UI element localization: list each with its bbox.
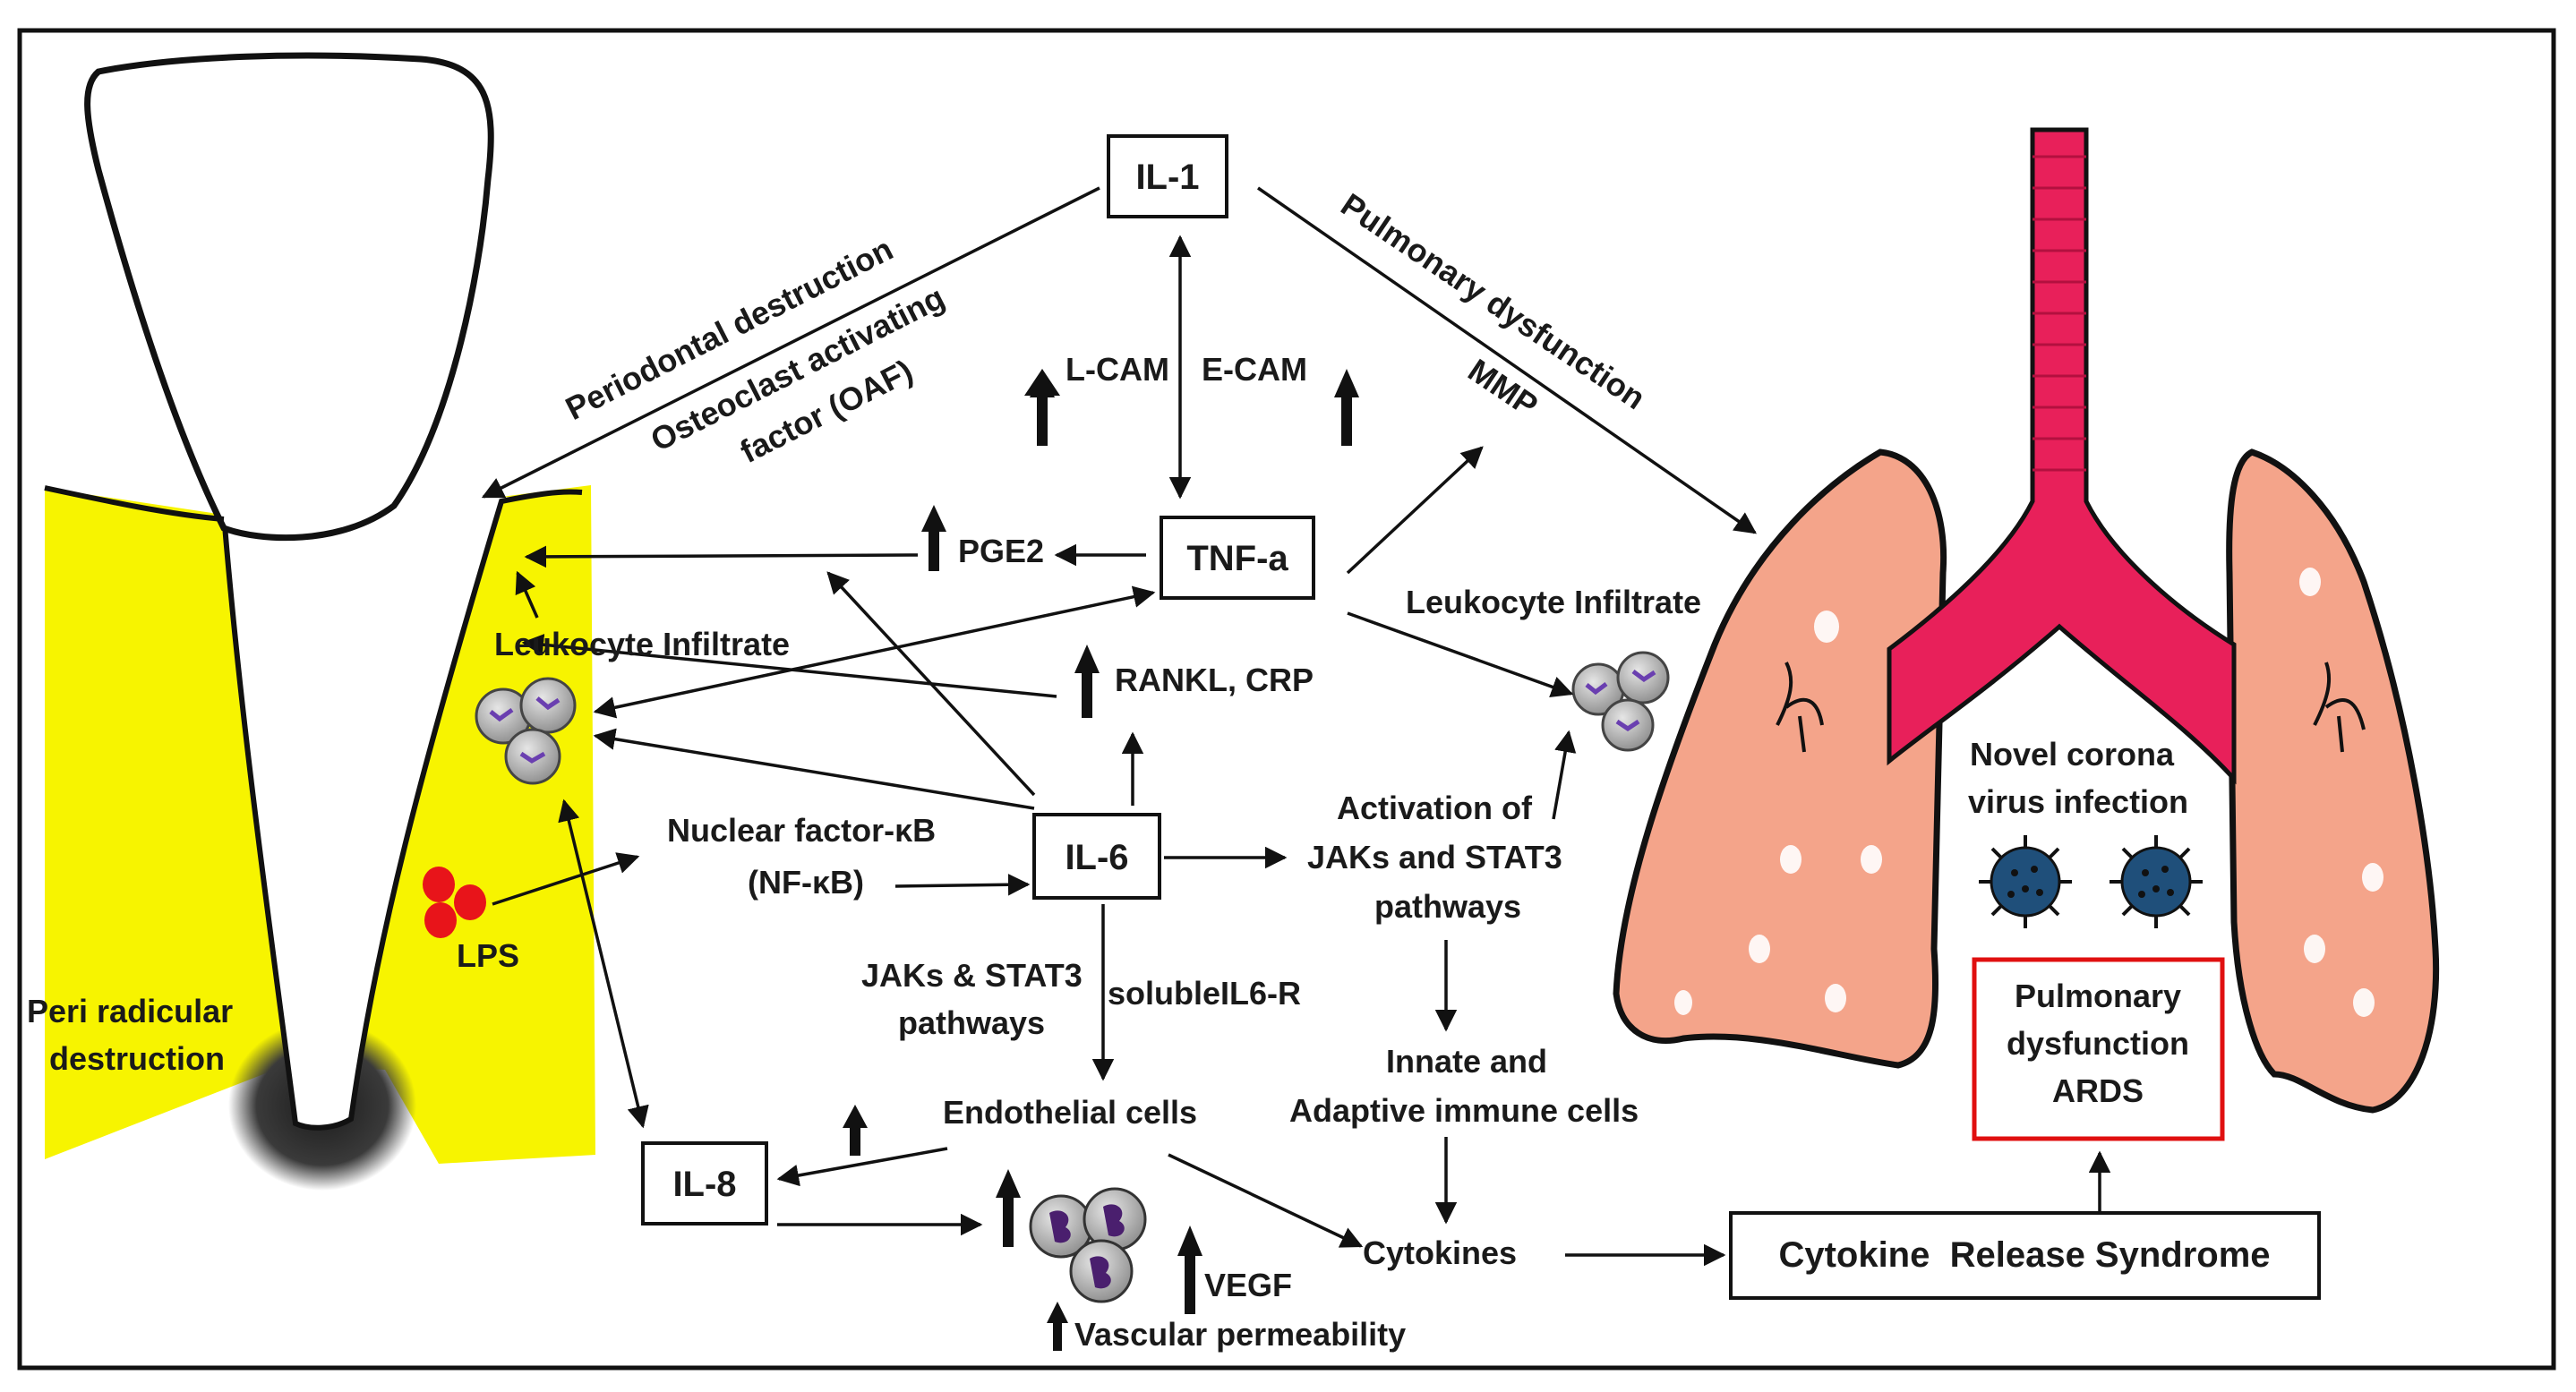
il8-label: IL-8	[672, 1165, 736, 1204]
up-arrow-icon	[843, 369, 1359, 1351]
leukocyte-left-label: Leukocyte Infiltrate	[494, 626, 790, 662]
innate-label-line1: Innate and	[1386, 1043, 1547, 1080]
figure-border	[17, 28, 2556, 1371]
right-lung	[2226, 448, 2440, 1114]
trachea-icon	[1887, 127, 2237, 785]
novel-label-line1: Novel corona	[1970, 736, 2175, 773]
nfkb-label-line2: (NF-κB)	[748, 864, 864, 901]
virus-icon	[1979, 835, 2203, 928]
neutrophil-cluster-icon	[1029, 1187, 1147, 1303]
rankl-crp-label: RANKL, CRP	[1115, 662, 1314, 698]
vascular-label: Vascular permeability	[1074, 1316, 1406, 1353]
lps-label: LPS	[457, 937, 519, 974]
ards-node: Pulmonary dysfunction ARDS	[1972, 957, 2225, 1141]
ards-line1: Pulmonary	[2015, 978, 2181, 1014]
ards-line3: ARDS	[2052, 1072, 2144, 1109]
nfkb-label-line1: Nuclear factor-κB	[667, 812, 936, 849]
tooth-icon	[44, 52, 595, 1191]
bone-crest-line	[44, 485, 225, 522]
tnfa-label: TNF-a	[1186, 539, 1288, 578]
activation-label-line2: JAKs and STAT3	[1307, 839, 1562, 875]
ecam-label: E-CAM	[1202, 351, 1307, 388]
soluble-il6r-label: solubleIL6-R	[1108, 975, 1301, 1012]
lps-dots-icon	[423, 867, 486, 938]
mmp-label: MMP	[1462, 352, 1545, 424]
il6-label: IL-6	[1065, 838, 1128, 877]
ards-line2: dysfunction	[2007, 1025, 2189, 1062]
leukocyte-right-label: Leukocyte Infiltrate	[1406, 584, 1701, 620]
left-lung	[1613, 448, 1947, 1069]
peri-label-line1: Peri radicular	[27, 993, 233, 1029]
lcam-label: L-CAM	[1065, 351, 1169, 388]
il8-node: IL-8	[641, 1141, 768, 1225]
il6-node: IL-6	[1032, 813, 1161, 900]
arrows	[481, 186, 2111, 1267]
il1-label: IL-1	[1135, 158, 1199, 197]
activation-label-line1: Activation of	[1337, 790, 1533, 826]
crs-label: Cytokine Release Syndrome	[1778, 1235, 2270, 1275]
novel-label-line2: virus infection	[1968, 783, 2188, 820]
vegf-label: VEGF	[1204, 1267, 1292, 1303]
tnfa-node: TNF-a	[1160, 516, 1315, 600]
peri-label-line2: destruction	[49, 1040, 225, 1077]
lung-icon	[1613, 448, 2440, 1114]
jak-left-label-line2: pathways	[898, 1004, 1045, 1041]
jak-left-label-line1: JAKs & STAT3	[861, 957, 1083, 994]
il1-node: IL-1	[1107, 134, 1228, 218]
pge2-label: PGE2	[958, 533, 1044, 569]
tooth-crown	[84, 52, 494, 542]
cytokines-label: Cytokines	[1363, 1234, 1517, 1271]
innate-label-line2: Adaptive immune cells	[1289, 1092, 1639, 1129]
endothelial-label: Endothelial cells	[943, 1094, 1197, 1131]
crs-node: Cytokine Release Syndrome	[1729, 1211, 2321, 1300]
tooth-root	[221, 489, 583, 1131]
leukocyte-cluster-icon	[475, 677, 577, 785]
leukocyte-cluster-icon	[1571, 651, 1670, 752]
activation-label-line3: pathways	[1374, 888, 1521, 925]
